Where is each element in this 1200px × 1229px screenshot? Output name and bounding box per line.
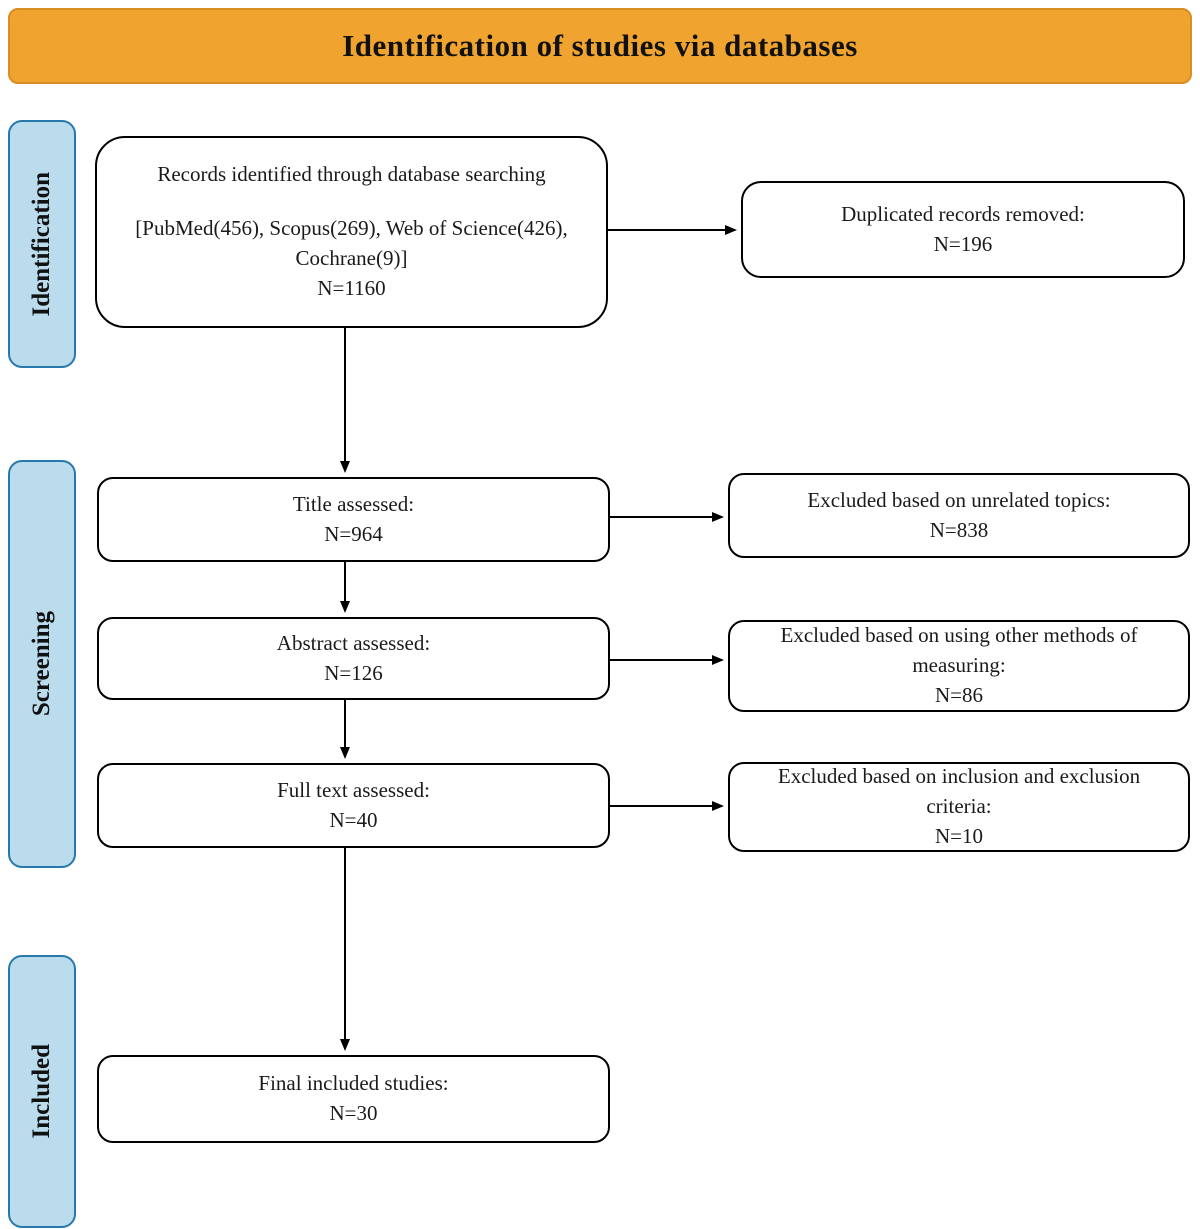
records-sources-line2: Cochrane(9)] bbox=[295, 246, 408, 270]
excluded-topics-count: N=838 bbox=[929, 517, 989, 542]
title-assessed-heading: Title assessed: bbox=[292, 491, 415, 516]
abstract-assessed-count: N=126 bbox=[324, 660, 383, 685]
records-sources-line1: [PubMed(456), Scopus(269), Web of Scienc… bbox=[135, 216, 568, 241]
box-fulltext-assessed: Full text assessed: N=40 bbox=[97, 763, 610, 848]
box-title-assessed: Title assessed: N=964 bbox=[97, 477, 610, 562]
stage-included-label: Included bbox=[28, 1044, 55, 1139]
diagram-title: Identification of studies via databases bbox=[342, 28, 858, 63]
final-included-heading: Final included studies: bbox=[258, 1071, 449, 1096]
stage-included: Included bbox=[8, 955, 76, 1228]
stage-identification-label: Identification bbox=[28, 171, 55, 317]
records-heading: Records identified through database sear… bbox=[157, 162, 546, 187]
stage-identification: Identification bbox=[8, 120, 76, 368]
fulltext-assessed-count: N=40 bbox=[329, 807, 378, 832]
title-assessed-count: N=964 bbox=[324, 521, 383, 546]
box-excluded-criteria: Excluded based on inclusion and exclusio… bbox=[728, 762, 1190, 852]
stage-screening: Screening bbox=[8, 460, 76, 868]
title-banner: Identification of studies via databases bbox=[8, 8, 1192, 84]
duplicates-count: N=196 bbox=[933, 231, 993, 256]
stage-screening-label: Screening bbox=[28, 611, 55, 717]
excluded-methods-count: N=86 bbox=[934, 682, 983, 707]
box-excluded-methods: Excluded based on using other methods of… bbox=[728, 620, 1190, 712]
abstract-assessed-heading: Abstract assessed: bbox=[276, 630, 431, 655]
excluded-methods-heading-line2: measuring: bbox=[912, 653, 1006, 678]
box-final-included: Final included studies: N=30 bbox=[97, 1055, 610, 1143]
excluded-topics-heading: Excluded based on unrelated topics: bbox=[807, 487, 1111, 512]
fulltext-assessed-heading: Full text assessed: bbox=[277, 777, 430, 802]
records-count: N=1160 bbox=[317, 275, 386, 300]
excluded-criteria-count: N=10 bbox=[934, 823, 983, 848]
box-excluded-topics: Excluded based on unrelated topics: N=83… bbox=[728, 473, 1190, 558]
box-records-identified: Records identified through database sear… bbox=[95, 136, 608, 328]
duplicates-heading: Duplicated records removed: bbox=[841, 201, 1085, 226]
excluded-criteria-heading-line2: criteria: bbox=[926, 794, 992, 819]
excluded-methods-heading-line1: Excluded based on using other methods of bbox=[780, 623, 1138, 648]
excluded-criteria-heading-line1: Excluded based on inclusion and exclusio… bbox=[777, 764, 1141, 789]
box-abstract-assessed: Abstract assessed: N=126 bbox=[97, 617, 610, 700]
final-included-count: N=30 bbox=[329, 1101, 378, 1125]
box-duplicates-removed: Duplicated records removed: N=196 bbox=[741, 181, 1185, 278]
